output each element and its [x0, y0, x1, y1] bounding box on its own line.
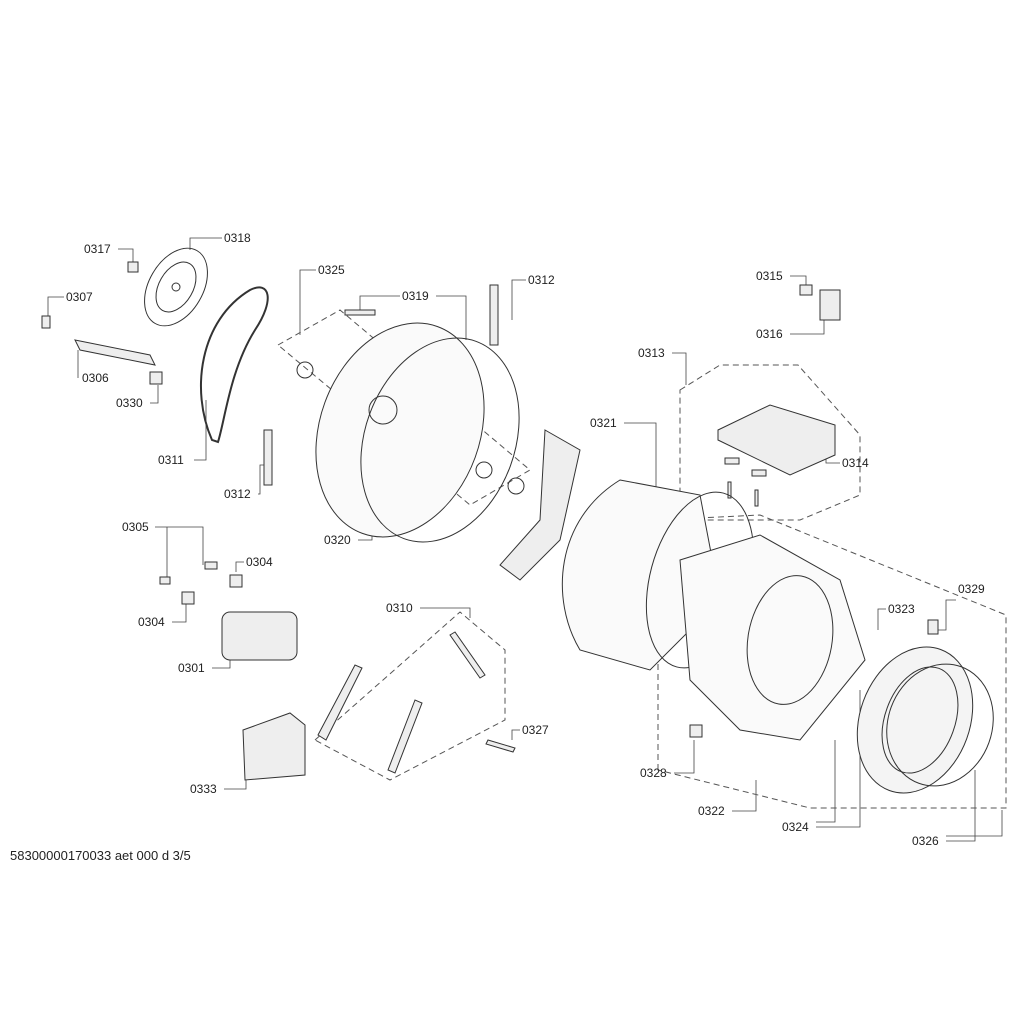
- part-label-0318[interactable]: 0318: [224, 231, 251, 245]
- part-label-0333[interactable]: 0333: [190, 782, 217, 796]
- part-label-0316[interactable]: 0316: [756, 327, 783, 341]
- part-label-0307[interactable]: 0307: [66, 290, 93, 304]
- part-label-0314[interactable]: 0314: [842, 456, 869, 470]
- part-label-0327[interactable]: 0327: [522, 723, 549, 737]
- part-label-0321[interactable]: 0321: [590, 416, 617, 430]
- part-label-0312-left[interactable]: 0312: [224, 487, 251, 501]
- belt-0311: [200, 286, 269, 444]
- part-label-0315[interactable]: 0315: [756, 269, 783, 283]
- part-label-0306[interactable]: 0306: [82, 371, 109, 385]
- part-label-0304-upper[interactable]: 0304: [246, 555, 273, 569]
- part-label-0301[interactable]: 0301: [178, 661, 205, 675]
- pulley-0318: [144, 247, 208, 327]
- part-label-0322[interactable]: 0322: [698, 804, 725, 818]
- part-label-0319[interactable]: 0319: [402, 289, 429, 303]
- part-label-0317[interactable]: 0317: [84, 242, 111, 256]
- part-label-0330[interactable]: 0330: [116, 396, 143, 410]
- front-tub-0322: [679, 534, 866, 741]
- small-parts: [41, 261, 939, 781]
- part-label-0325[interactable]: 0325: [318, 263, 345, 277]
- part-label-0320[interactable]: 0320: [324, 533, 351, 547]
- part-label-0328[interactable]: 0328: [640, 766, 667, 780]
- drawing-reference-number: 58300000170033 aet 000 d 3/5: [10, 848, 191, 863]
- part-label-0310[interactable]: 0310: [386, 601, 413, 615]
- part-label-0304-lower[interactable]: 0304: [138, 615, 165, 629]
- part-label-0311[interactable]: 0311: [158, 453, 184, 467]
- part-label-0329[interactable]: 0329: [958, 582, 985, 596]
- part-label-0326[interactable]: 0326: [912, 834, 939, 848]
- rear-tub-0320: [296, 322, 525, 543]
- drum-0321: [499, 429, 755, 671]
- door-seal-0324: [856, 646, 994, 794]
- leader-lines: [47, 237, 1003, 842]
- part-label-0312-right[interactable]: 0312: [528, 273, 555, 287]
- part-label-0313[interactable]: 0313: [638, 346, 665, 360]
- part-label-0305[interactable]: 0305: [122, 520, 149, 534]
- part-label-0323[interactable]: 0323: [888, 602, 915, 616]
- part-label-0324[interactable]: 0324: [782, 820, 809, 834]
